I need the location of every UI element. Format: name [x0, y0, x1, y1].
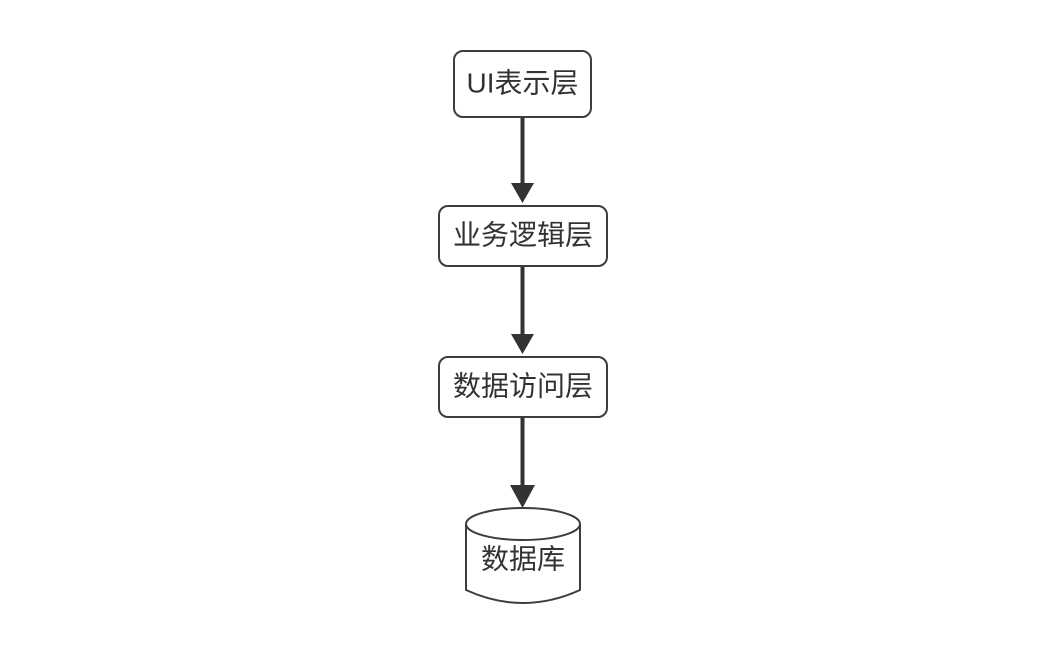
node-data-access-layer[interactable]: 数据访问层	[438, 356, 608, 418]
node-ui-layer[interactable]: UI表示层	[453, 50, 592, 118]
node-business-layer[interactable]: 业务逻辑层	[438, 205, 608, 267]
edge-data-access-to-database	[510, 417, 535, 508]
node-business-layer-shape	[438, 205, 608, 267]
node-database-top-ellipse	[465, 507, 581, 541]
edge-ui-to-business	[511, 117, 534, 203]
node-database-body	[465, 524, 581, 604]
edge-ui-to-business-arrowhead	[511, 183, 534, 203]
edge-data-access-to-database-arrowhead	[510, 485, 535, 508]
node-data-access-layer-label: 数据访问层	[453, 370, 593, 401]
edge-business-to-data-access	[511, 266, 534, 354]
node-ui-layer-label: UI表示层	[466, 67, 578, 98]
node-database-label: 数据库	[481, 543, 565, 574]
edge-business-to-data-access-arrowhead	[511, 334, 534, 354]
node-data-access-layer-shape	[438, 356, 608, 418]
node-ui-layer-shape	[453, 50, 592, 118]
node-business-layer-label: 业务逻辑层	[453, 219, 593, 250]
node-database[interactable]: 数据库	[465, 507, 581, 604]
